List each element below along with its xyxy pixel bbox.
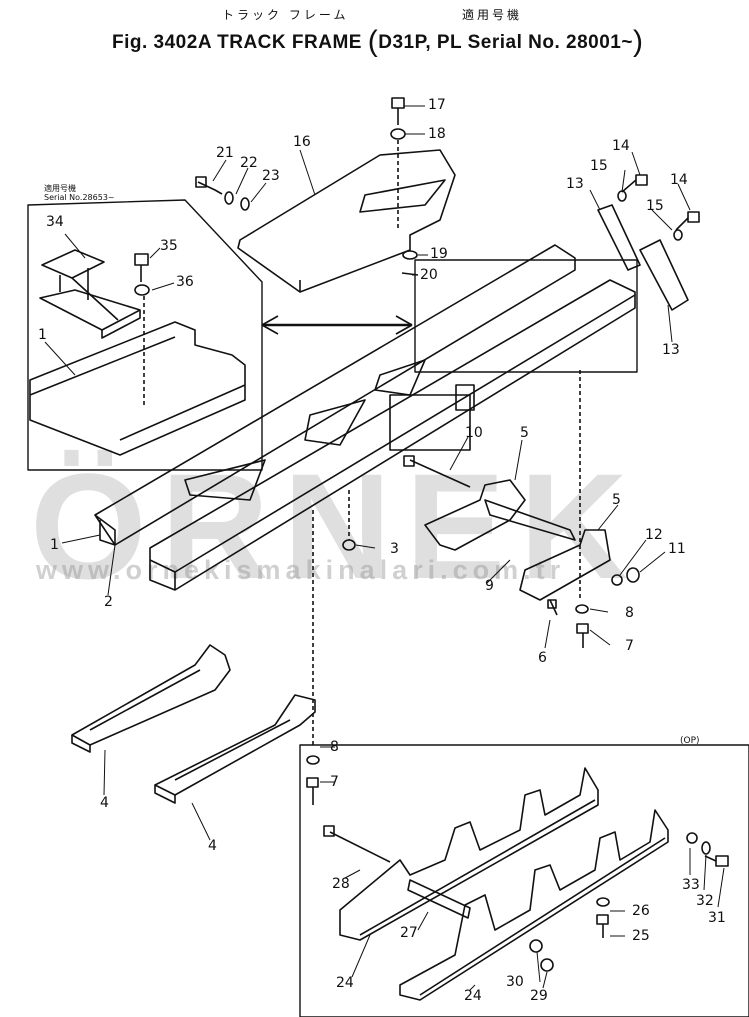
callout-16: 16 [293,134,311,150]
callout-10: 10 [465,425,483,441]
guard-4-upper [71,644,231,753]
callout-7-left: 7 [330,774,339,790]
callout-18: 18 [428,126,446,142]
callout-9: 9 [485,578,494,594]
inset-frame-rail [29,321,246,456]
callout-8-right: 8 [625,605,634,621]
inset-washer-36 [134,284,150,296]
option-guard-upper [339,767,599,941]
callout-28: 28 [332,876,350,892]
callout-15-lower: 15 [646,198,664,214]
callout-3: 3 [390,541,399,557]
main-frame-right-rail [149,279,636,591]
detail-box [414,259,638,373]
option-pin-27 [407,879,471,919]
callout-21: 21 [216,145,234,161]
callout-14-lower: 14 [670,172,688,188]
callout-36: 36 [176,274,194,290]
inset-bolt-35 [134,253,149,282]
callout-4-upper: 4 [100,795,109,811]
callout-5-left: 5 [520,425,529,441]
plate-13-upper [597,204,641,271]
callout-1-inset: 1 [38,327,47,343]
callout-7-right: 7 [625,638,634,654]
callout-31: 31 [708,910,726,926]
option-box [299,744,749,1017]
callout-4-lower: 4 [208,838,217,854]
callout-12: 12 [645,527,663,543]
figure-number: Fig. 3402A [112,32,212,53]
guard-4-lower [154,694,316,804]
main-frame-left-rail [94,244,576,546]
watermark-url: www.ornekismakinalari.com.tr [36,555,566,585]
callout-19: 19 [430,246,448,262]
callout-14-upper: 14 [612,138,630,154]
callout-1-main: 1 [50,537,59,553]
inset-frame [27,199,263,471]
callout-27: 27 [400,925,418,941]
callout-20: 20 [420,267,438,283]
callout-5-right: 5 [612,492,621,508]
inset-japanese-label: 適用号機 [44,184,76,193]
callout-24-right: 24 [464,988,482,1004]
callout-22: 22 [240,155,258,171]
bracket-assembly [403,455,611,601]
callout-2: 2 [104,594,113,610]
callout-30: 30 [506,974,524,990]
callout-33: 33 [682,877,700,893]
callout-8-left: 8 [330,739,339,755]
callout-23: 23 [262,168,280,184]
callout-35: 35 [160,238,178,254]
callout-15-upper: 15 [590,158,608,174]
callout-11: 11 [668,541,686,557]
callout-6: 6 [538,650,547,666]
callout-29: 29 [530,988,548,1004]
option-label: (OP) [680,736,700,746]
serial-range: D31P, PL Serial No. 28001~ [378,32,633,53]
inset-serial-label: Serial No.28653~ [44,193,115,202]
callout-32: 32 [696,893,714,909]
title-japanese: トラック フレーム [222,8,349,22]
leader-lines [44,105,725,991]
callout-34: 34 [46,214,64,230]
figure-title: Fig. 3402A TRACK FRAME (D31P, PL Serial … [112,25,644,58]
main-frame-cross-members [184,359,475,501]
callout-24-left: 24 [336,975,354,991]
callout-13-upper: 13 [566,176,584,192]
figure-name: TRACK FRAME [217,32,362,53]
callout-26: 26 [632,903,650,919]
option-guard-lower [399,809,669,1001]
callout-25: 25 [632,928,650,944]
cover-16 [237,149,456,293]
callout-13-lower: 13 [662,342,680,358]
inset-bracket [39,249,141,339]
title-japanese-applicable: 適用号機 [462,8,523,22]
plate-13-lower [639,239,689,311]
callout-17: 17 [428,97,446,113]
